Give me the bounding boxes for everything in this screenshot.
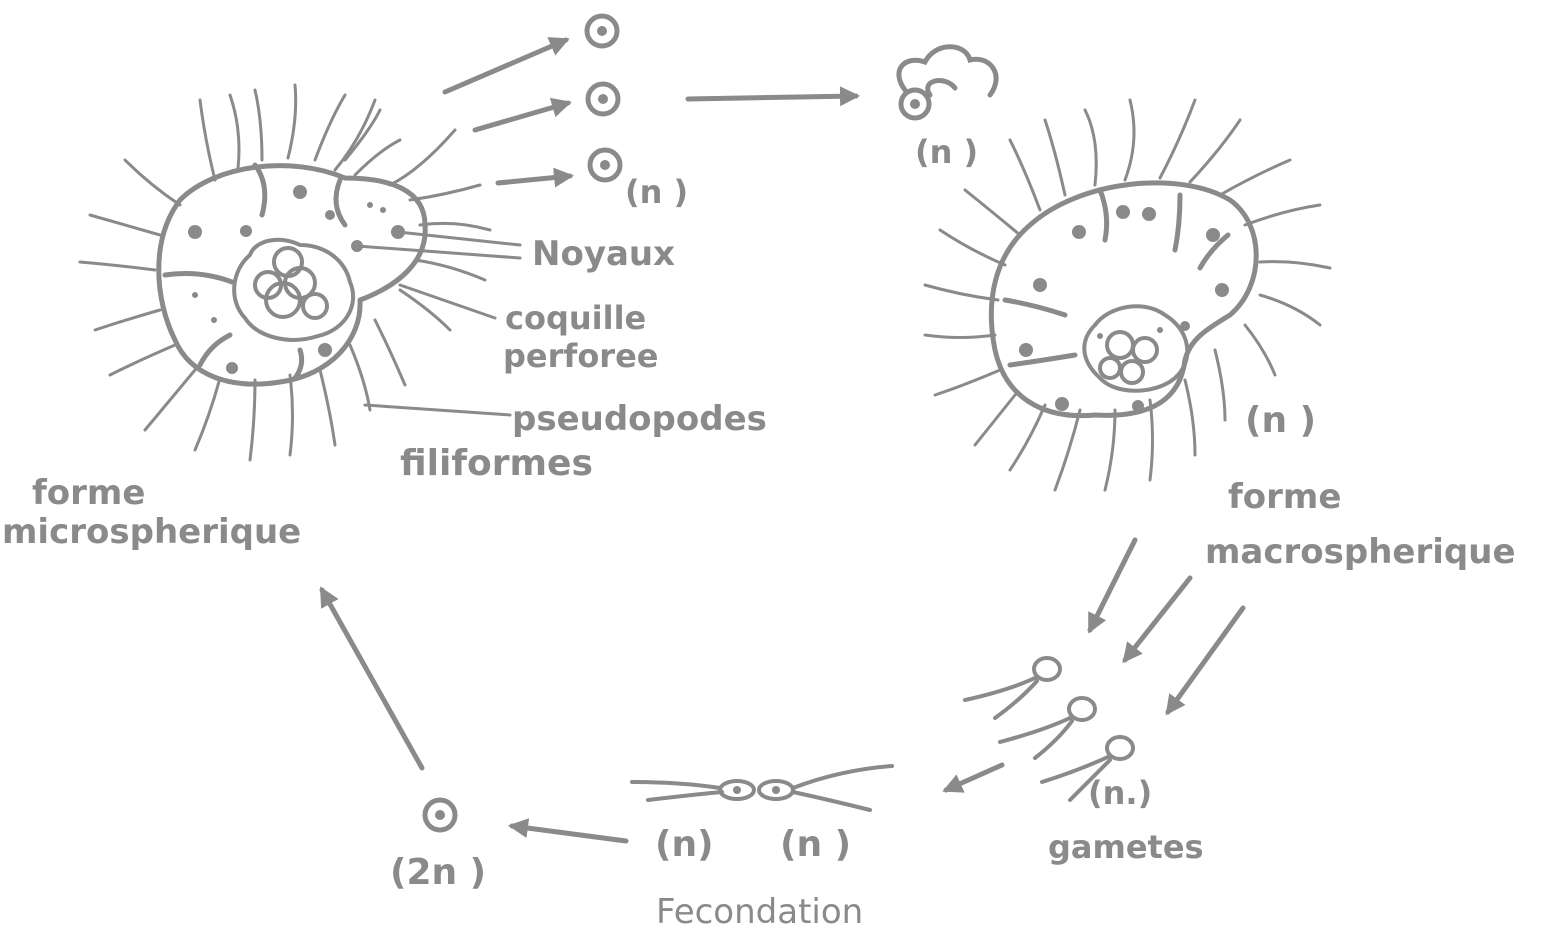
label-2n: (2n )	[390, 855, 486, 891]
label-pseudopodes: pseudopodes	[512, 402, 767, 436]
label-n-cluster: (n )	[915, 136, 978, 168]
gamete-1	[965, 658, 1060, 718]
label-fecondation: Fecondation	[656, 895, 863, 929]
label-n-spores: (n )	[625, 176, 688, 208]
label-perforee: perforee	[503, 340, 658, 372]
microspheric-organism	[80, 85, 490, 460]
fecondation-gametes	[632, 766, 892, 810]
cycle-arrows	[322, 40, 1243, 841]
label-filiformes: filiformes	[400, 446, 593, 482]
microspheric-chambers	[234, 240, 353, 340]
microspheric-pseudopods	[80, 85, 490, 460]
macrospheric-chambers	[1084, 306, 1187, 390]
zygote	[425, 800, 455, 830]
label-noyaux: Noyaux	[532, 237, 675, 271]
label-forme-macro: forme	[1228, 480, 1341, 514]
label-pointers	[357, 232, 520, 415]
label-macrospherique: macrospherique	[1205, 535, 1516, 569]
label-n-macro: (n )	[1245, 403, 1316, 439]
label-n-gametes: (n.)	[1088, 777, 1152, 809]
sporulating-cluster	[899, 47, 996, 118]
gamete-2	[1000, 698, 1095, 758]
label-n-left: (n)	[655, 827, 714, 863]
label-microspherique: microspherique	[2, 515, 301, 549]
label-gametes: gametes	[1048, 831, 1204, 863]
spores	[587, 16, 620, 180]
label-coquille: coquille	[505, 302, 646, 334]
label-forme-micro: forme	[32, 476, 145, 510]
label-n-right: (n )	[780, 827, 851, 863]
